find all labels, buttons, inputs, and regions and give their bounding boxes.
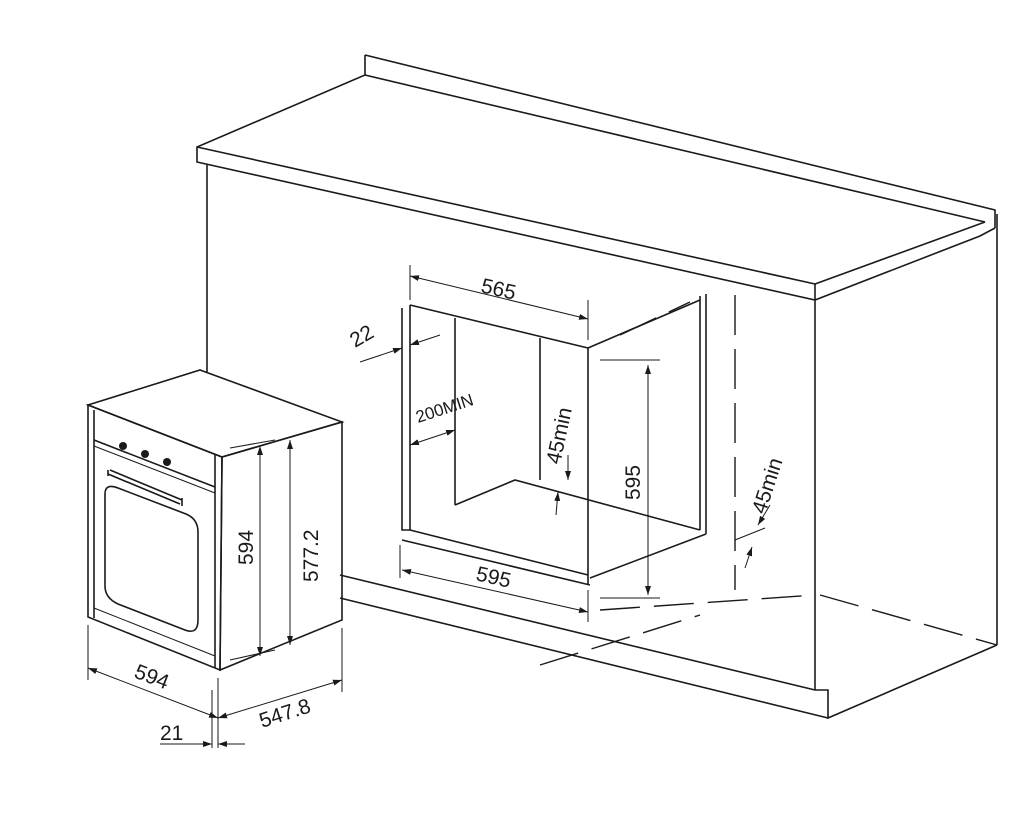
knob-icon[interactable] xyxy=(163,458,171,466)
vent-inner-label: 45min xyxy=(542,405,576,466)
oven-width-label: 594 xyxy=(131,660,172,694)
oven-body-height-label: 577.2 xyxy=(300,529,323,582)
oven-depth-label: 547.8 xyxy=(256,695,313,733)
cutout-width-top-label: 565 xyxy=(479,274,518,304)
knob-icon[interactable] xyxy=(119,442,127,450)
front-thickness-label: 21 xyxy=(160,722,183,745)
oven xyxy=(85,369,345,672)
knob-icon[interactable] xyxy=(141,450,149,458)
vent-outer-label: 45min xyxy=(748,455,788,517)
cutout-height-label: 595 xyxy=(622,465,645,500)
cutout xyxy=(401,294,707,586)
cabinet xyxy=(206,165,998,720)
side-gap-label: 22 xyxy=(346,321,378,353)
door-handle[interactable] xyxy=(107,469,183,506)
door-window xyxy=(104,485,199,633)
oven-height-label: 594 xyxy=(235,530,258,565)
rear-clearance-label: 200MIN xyxy=(413,390,475,426)
cutout-width-bottom-label: 595 xyxy=(474,562,513,592)
countertop xyxy=(196,54,996,301)
cutout-dimensions: 565 22 200MIN 45min 595 45min 595 xyxy=(346,265,787,622)
